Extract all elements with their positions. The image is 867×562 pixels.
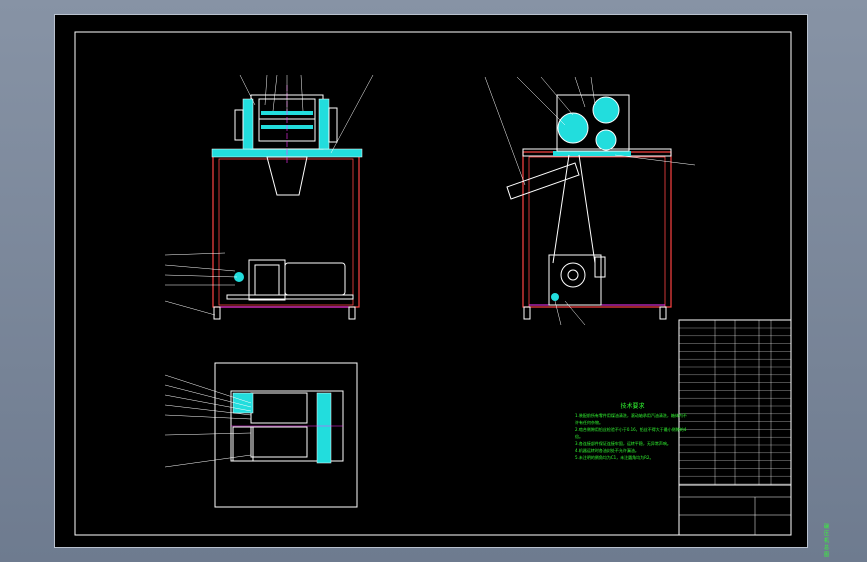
plan-view [164,362,358,508]
title-block [678,319,792,536]
drawing-title: 碾压机总图 [824,524,830,558]
tech-title: 技术要求 [620,403,645,410]
side-view [484,76,696,326]
cad-drawing [74,31,792,536]
tech-line: 2.啮合侧隙用铅丝检验不小于0.16，铅丝不得大于最小侧隙的4倍。 [575,427,687,439]
tech-line: 1.装配前所有零件用煤油清洗，滚动轴承用汽油清洗，箱体内不许有任何杂物。 [575,413,687,425]
tech-line: 3.各连接部件保证连接牢固，运转平稳，无异常声响。 [575,441,671,446]
tech-line: 5.未注明的倒角均为C1，未注圆角均为R2。 [575,455,654,460]
tech-line: 4.机器运转时各油封处不允许漏油。 [575,448,639,453]
front-view [164,74,374,320]
drawing-sheet: 技术要求 1.装配前所有零件用煤油清洗，滚动轴承用汽油清洗，箱体内不许有任何杂物… [55,15,829,558]
technical-requirements: 技术要求 1.装配前所有零件用煤油清洗，滚动轴承用汽油清洗，箱体内不许有任何杂物… [575,403,690,461]
inner-border [74,31,792,536]
